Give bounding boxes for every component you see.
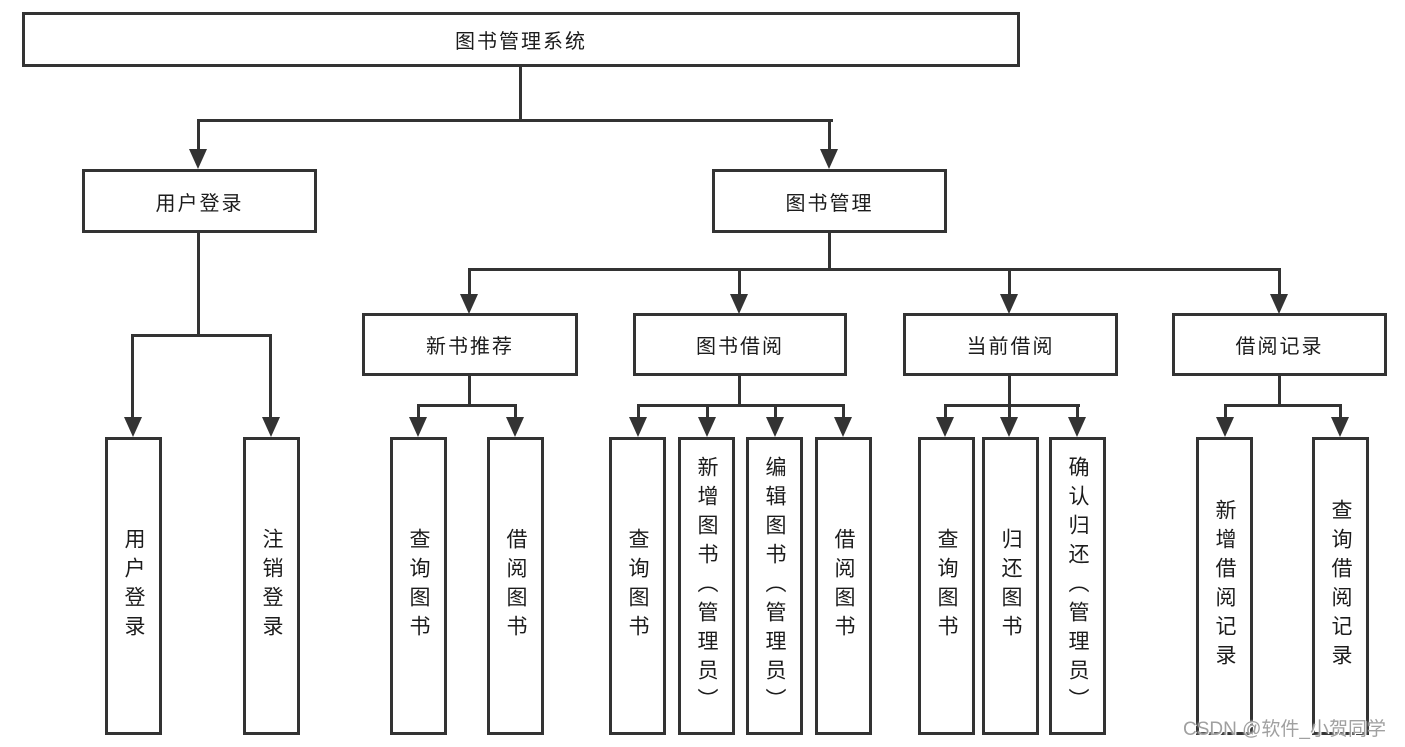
leaf-query-book-1-label: 查询图书 xyxy=(407,528,430,644)
leaf-user-login-label: 用户登录 xyxy=(122,528,145,644)
connector-drop xyxy=(514,404,517,418)
node-new-book-recommend: 新书推荐 xyxy=(362,313,578,376)
node-current-borrow: 当前借阅 xyxy=(903,313,1118,376)
connector-drop-leaf-user-login xyxy=(131,334,134,418)
leaf-add-borrow-record: 新增借阅记录 xyxy=(1196,437,1253,735)
leaf-query-book-2-label: 查询图书 xyxy=(626,528,649,644)
connector-current-borrow-vline xyxy=(1008,376,1011,407)
node-root-label: 图书管理系统 xyxy=(455,31,587,53)
connector-new-book-vline xyxy=(468,376,471,407)
arrowhead-down xyxy=(820,149,838,169)
arrowhead-down xyxy=(730,294,748,314)
connector-drop-user-login xyxy=(197,119,200,150)
connector-drop xyxy=(1076,404,1079,418)
node-user-login: 用户登录 xyxy=(82,169,317,233)
arrowhead-down xyxy=(262,417,280,437)
arrowhead-down xyxy=(1331,417,1349,437)
node-root: 图书管理系统 xyxy=(22,12,1020,67)
arrowhead-down xyxy=(1000,417,1018,437)
connector-drop-book-borrow xyxy=(738,268,741,296)
node-book-borrow-label: 图书借阅 xyxy=(696,336,784,358)
node-new-book-recommend-label: 新书推荐 xyxy=(426,336,514,358)
arrowhead-down xyxy=(1216,417,1234,437)
leaf-query-book-1: 查询图书 xyxy=(390,437,447,735)
connector-current-borrow-hline xyxy=(944,404,1080,407)
leaf-query-book-2: 查询图书 xyxy=(609,437,666,735)
arrowhead-down xyxy=(698,417,716,437)
connector-drop xyxy=(1339,404,1342,418)
connector-borrow-record-vline xyxy=(1278,376,1281,407)
node-book-borrow: 图书借阅 xyxy=(633,313,847,376)
leaf-add-book-admin: 新增图书（管理员） xyxy=(678,437,735,735)
connector-drop xyxy=(417,404,420,418)
connector-book-management-hline xyxy=(468,268,1281,271)
node-borrow-record-label: 借阅记录 xyxy=(1235,336,1324,358)
leaf-user-login: 用户登录 xyxy=(105,437,162,735)
connector-drop-current-borrow xyxy=(1008,268,1011,296)
arrowhead-down xyxy=(409,417,427,437)
connector-drop xyxy=(1224,404,1227,418)
watermark: CSDN @软件_小贺同学 xyxy=(1183,719,1386,740)
leaf-return-book-label: 归还图书 xyxy=(999,528,1022,644)
connector-drop-borrow-record xyxy=(1278,268,1281,296)
node-book-management: 图书管理 xyxy=(712,169,947,233)
leaf-logout: 注销登录 xyxy=(243,437,300,735)
leaf-logout-label: 注销登录 xyxy=(260,528,283,644)
arrowhead-down xyxy=(1000,294,1018,314)
arrowhead-down xyxy=(1068,417,1086,437)
leaf-borrow-book-2: 借阅图书 xyxy=(815,437,872,735)
node-user-login-label: 用户登录 xyxy=(155,192,244,215)
leaf-query-borrow-record-label: 查询借阅记录 xyxy=(1329,499,1352,673)
connector-user-login-hline xyxy=(131,334,272,337)
arrowhead-down xyxy=(506,417,524,437)
arrowhead-down xyxy=(936,417,954,437)
connector-drop-leaf-logout xyxy=(269,334,272,418)
connector-borrow-record-hline xyxy=(1224,404,1342,407)
connector-drop xyxy=(637,404,640,418)
connector-user-login-vline xyxy=(197,233,200,337)
leaf-return-book: 归还图书 xyxy=(982,437,1039,735)
leaf-query-borrow-record: 查询借阅记录 xyxy=(1312,437,1369,735)
arrowhead-down xyxy=(189,149,207,169)
connector-root-vline xyxy=(519,66,522,122)
leaf-borrow-book-1-label: 借阅图书 xyxy=(504,528,527,644)
leaf-query-book-3-label: 查询图书 xyxy=(935,528,958,644)
node-book-management-label: 图书管理 xyxy=(785,192,874,215)
connector-drop xyxy=(706,404,709,418)
connector-new-book-hline xyxy=(417,404,517,407)
connector-drop-book-management xyxy=(828,119,831,150)
node-borrow-record: 借阅记录 xyxy=(1172,313,1387,376)
arrowhead-down xyxy=(766,417,784,437)
connector-drop xyxy=(1008,404,1011,418)
connector-book-borrow-hline xyxy=(637,404,845,407)
leaf-confirm-return-admin-label: 确认归还（管理员） xyxy=(1066,455,1089,717)
leaf-edit-book-admin-label: 编辑图书（管理员） xyxy=(763,455,786,717)
connector-root-hline xyxy=(197,119,833,122)
arrowhead-down xyxy=(629,417,647,437)
connector-book-management-vline xyxy=(828,233,831,271)
leaf-borrow-book-2-label: 借阅图书 xyxy=(832,528,855,644)
arrowhead-down xyxy=(834,417,852,437)
connector-drop-new-book xyxy=(468,268,471,296)
leaf-borrow-book-1: 借阅图书 xyxy=(487,437,544,735)
leaf-edit-book-admin: 编辑图书（管理员） xyxy=(746,437,803,735)
connector-book-borrow-vline xyxy=(738,376,741,407)
arrowhead-down xyxy=(460,294,478,314)
leaf-confirm-return-admin: 确认归还（管理员） xyxy=(1049,437,1106,735)
leaf-add-book-admin-label: 新增图书（管理员） xyxy=(695,455,718,717)
connector-drop xyxy=(842,404,845,418)
leaf-query-book-3: 查询图书 xyxy=(918,437,975,735)
connector-drop xyxy=(944,404,947,418)
leaf-add-borrow-record-label: 新增借阅记录 xyxy=(1213,499,1236,673)
node-current-borrow-label: 当前借阅 xyxy=(966,336,1055,358)
arrowhead-down xyxy=(124,417,142,437)
connector-drop xyxy=(774,404,777,418)
arrowhead-down xyxy=(1270,294,1288,314)
